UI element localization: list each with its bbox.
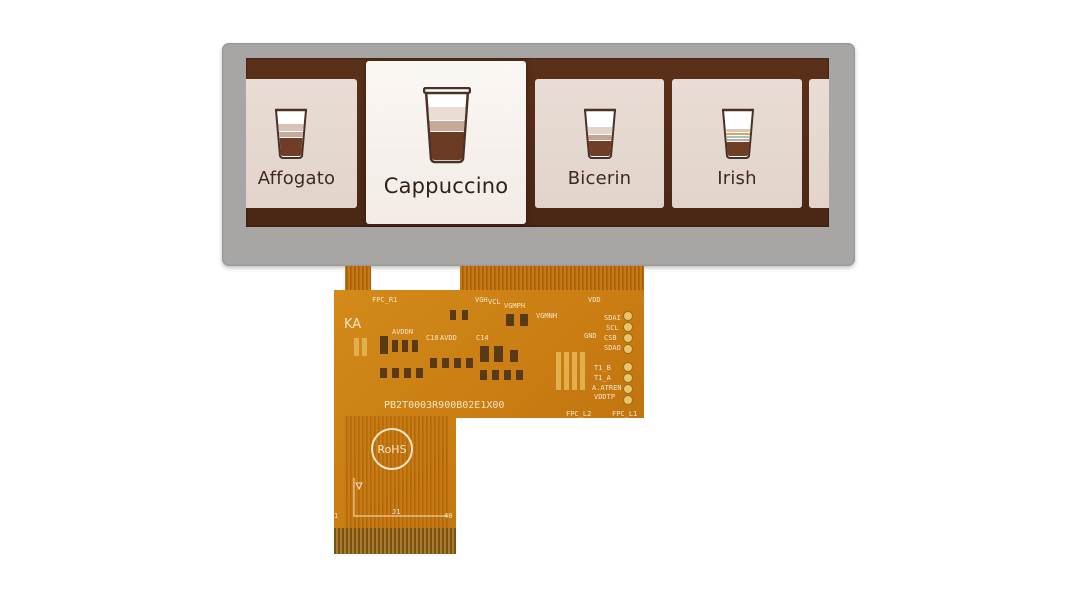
pcb-label-scl: SCL (606, 324, 619, 332)
pcb-label-avdd: AVDD (440, 334, 457, 342)
carousel-item-label: Bicerin (567, 168, 632, 189)
pcb-label-avddn: AVDDN (392, 328, 413, 336)
pcb-label-vgmnh: VGMNH (536, 312, 557, 320)
pcb-label-fpc-r1: FPC_R1 (372, 296, 397, 304)
pcb-label-t1b: T1_B (594, 364, 611, 372)
carousel-item-affogato[interactable]: Affogato (246, 79, 357, 208)
flex-circuit: FPC_R1 VGH VCL VGMPH VDD VGMNH AVDDN C18… (334, 266, 644, 554)
pcb-label-atren: A.ATREN (592, 384, 622, 392)
bicerin-cup-icon (583, 108, 617, 159)
pcb-label-gnd: GND (584, 332, 597, 340)
coffee-carousel-screen: Affogato Cappuccino Bicerin (246, 58, 829, 227)
pcb-label-vddtp: VDDTP (594, 393, 615, 401)
pcb-label-t1a: T1_A (594, 374, 612, 382)
pcb-label-c14: C14 (476, 334, 489, 342)
pcb-label-fpc-l1: FPC_L1 (612, 410, 637, 418)
pcb-label-csb: CSB (604, 334, 617, 342)
rohs-label: RoHS (377, 443, 406, 456)
pcb-label-c18: C18 (426, 334, 439, 342)
cappuccino-cup-icon (423, 87, 471, 164)
carousel-item-irish[interactable]: Irish (672, 79, 802, 208)
pcb-label-vgh: VGH (475, 296, 488, 304)
carousel-item-cappuccino[interactable]: Cappuccino (366, 61, 526, 224)
pcb-label-fpc-l2: FPC_L2 (566, 410, 591, 418)
carousel-item-label: Cappuccino (383, 174, 509, 198)
pcb-label-vcl: VCL (488, 298, 501, 306)
pcb-label-pin1: 1 (334, 512, 338, 520)
affogato-cup-icon (274, 108, 308, 159)
pcb-label-j1: J1 (392, 508, 400, 516)
pcb-label-vgmph: VGMPH (504, 302, 525, 310)
pcb-label-pin40: 40 (444, 512, 452, 520)
pcb-part-number: PB2T0003R900B02E1X00 (384, 400, 504, 411)
carousel-item-bicerin[interactable]: Bicerin (535, 79, 664, 208)
pcb-label-sdao: SDAO (604, 344, 621, 352)
irish-cup-icon (721, 108, 755, 159)
pcb-label-sdai: SDAI (604, 314, 621, 322)
pcb-label-vdd: VDD (588, 296, 601, 304)
carousel-item-label: Affogato (257, 168, 336, 189)
carousel-item-next[interactable] (809, 79, 829, 208)
carousel-item-label: Irish (717, 168, 757, 189)
pcb-label-ka: KA (344, 317, 361, 332)
